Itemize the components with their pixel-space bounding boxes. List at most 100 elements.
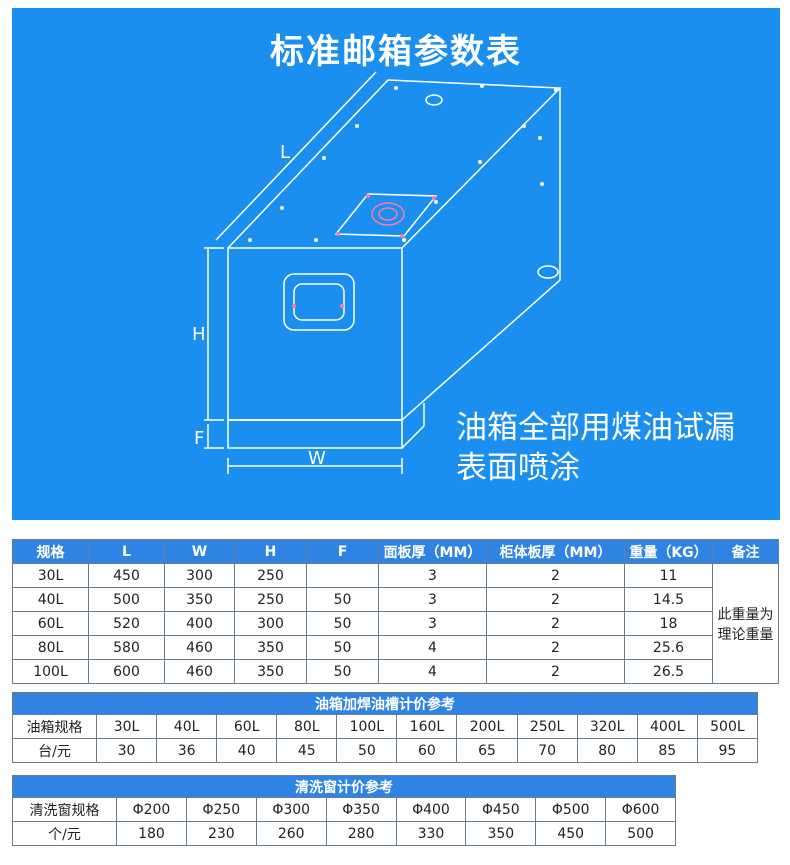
table-cell: 320L (576, 714, 638, 739)
table-row: 30L 450 300 250 3 2 11 此重量为 理论重量 (12, 563, 779, 684)
table-cell: 250 (234, 563, 307, 588)
row-label: 清洗窗规格 (12, 797, 117, 822)
tank-top-face (227, 79, 562, 249)
table-row: 油箱规格 30L 40L 60L 80L 100L 160L 200L 250L… (12, 714, 759, 739)
table-cell: 2 (486, 587, 625, 612)
table-cell: 80 (576, 738, 638, 763)
spec-header: 备注 (712, 539, 779, 564)
banner-title: 标准邮箱参数表 (270, 32, 522, 72)
table-cell: 40L (12, 587, 89, 612)
table-cell: 50 (306, 611, 379, 636)
table-cell: Φ350 (325, 797, 397, 822)
dim-line-L (215, 71, 377, 241)
table-cell: 50 (306, 659, 379, 684)
table-cell: 50 (306, 635, 379, 660)
table-cell: 25.6 (624, 635, 713, 660)
table-cell: 500 (88, 587, 165, 612)
label-W: W (308, 448, 326, 469)
table-cell: Φ600 (605, 797, 676, 822)
row-label: 个/元 (12, 821, 117, 846)
table-cell: 350 (234, 659, 307, 684)
table-cell: 300 (234, 611, 307, 636)
spec-header: 面板厚（MM） (378, 539, 487, 564)
spec-header: H (234, 539, 307, 564)
table-cell: 600 (88, 659, 165, 684)
table-cell: 250 (234, 587, 307, 612)
row-label: 台/元 (12, 738, 97, 763)
table-cell: 60L (216, 714, 278, 739)
table-cell: Φ250 (185, 797, 257, 822)
table-row: 100L 600 460 350 50 4 2 26.5 (12, 659, 779, 684)
table-cell: 500L (696, 714, 759, 739)
table-cell: 50 (306, 587, 379, 612)
label-L: L (280, 142, 290, 163)
table-row: 清洗窗规格 Φ200 Φ250 Φ300 Φ350 Φ400 Φ450 Φ500… (12, 797, 676, 822)
table-cell: 3 (378, 563, 487, 588)
table-cell: 160L (396, 714, 458, 739)
table-cell: 40L (156, 714, 218, 739)
wash-title-row: 清洗窗计价参考 (12, 775, 676, 798)
table-cell: 60L (12, 611, 89, 636)
spec-header: L (88, 539, 165, 564)
table-cell: Φ300 (255, 797, 327, 822)
banner-note-line2: 表面喷涂 (456, 450, 580, 486)
table-cell: 30 (95, 738, 158, 763)
table-cell: 11 (624, 563, 713, 588)
table-cell: 4 (378, 635, 487, 660)
table-cell: Φ500 (535, 797, 607, 822)
table-cell: 280 (325, 821, 397, 846)
table-cell: 50 (336, 738, 398, 763)
table-row: 台/元 30 36 40 45 50 60 65 70 80 85 95 (12, 738, 759, 763)
wash-window-price-table: 清洗窗计价参考 清洗窗规格 Φ200 Φ250 Φ300 Φ350 Φ400 Φ… (12, 775, 676, 846)
table-cell: 400 (164, 611, 235, 636)
table-cell: 80L (276, 714, 338, 739)
table-cell: 36 (156, 738, 218, 763)
tank-sketch: L H F W (192, 71, 562, 474)
table-cell: 350 (234, 635, 307, 660)
table-cell (306, 563, 379, 588)
spec-header: 柜体板厚（MM） (486, 539, 625, 564)
table-cell: 330 (395, 821, 467, 846)
remark-line2: 理论重量 (717, 626, 774, 643)
table-cell: 95 (696, 738, 759, 763)
table-cell: Φ400 (395, 797, 467, 822)
table-row: 60L 520 400 300 50 3 2 18 (12, 611, 779, 636)
table-cell: 18 (624, 611, 713, 636)
table-row: 80L 580 460 350 50 4 2 25.6 (12, 635, 779, 660)
table-cell: 40 (216, 738, 278, 763)
table-cell: Φ200 (116, 797, 187, 822)
table-cell: 260 (255, 821, 327, 846)
weld-title-row: 油箱加焊油槽计价参考 (12, 692, 758, 715)
table-cell: 2 (486, 611, 625, 636)
table-cell: 520 (88, 611, 165, 636)
table-cell: 450 (535, 821, 607, 846)
table-cell: 30L (95, 714, 158, 739)
spec-header: 规格 (12, 539, 89, 564)
label-H: H (192, 324, 206, 345)
banner-note-line1: 油箱全部用煤油试漏 (456, 410, 735, 446)
table-cell: 85 (636, 738, 698, 763)
table-cell: 350 (465, 821, 537, 846)
table-cell: 460 (164, 635, 235, 660)
table-cell: 45 (276, 738, 338, 763)
table-cell: 300 (164, 563, 235, 588)
remark-line1: 此重量为 (717, 606, 774, 623)
weld-table-title: 油箱加焊油槽计价参考 (12, 692, 758, 715)
banner-note: 油箱全部用煤油试漏 表面喷涂 (456, 408, 735, 488)
spec-header-row: 规格 L W H F 面板厚（MM） 柜体板厚（MM） 重量（KG） 备注 (12, 539, 779, 564)
table-cell: 4 (378, 659, 487, 684)
row-label: 油箱规格 (12, 714, 97, 739)
spec-table: 规格 L W H F 面板厚（MM） 柜体板厚（MM） 重量（KG） 备注 30… (12, 539, 779, 684)
table-cell: 500 (605, 821, 676, 846)
label-F: F (194, 428, 204, 449)
table-cell: 2 (486, 635, 625, 660)
spec-header: F (306, 539, 379, 564)
table-cell: 400L (636, 714, 698, 739)
table-cell: 14.5 (624, 587, 713, 612)
table-cell: 100L (12, 659, 89, 684)
table-cell: 3 (378, 611, 487, 636)
spec-header: W (164, 539, 235, 564)
table-cell: 2 (486, 563, 625, 588)
table-cell: 250L (516, 714, 578, 739)
table-row: 个/元 180 230 260 280 330 350 450 500 (12, 821, 676, 846)
